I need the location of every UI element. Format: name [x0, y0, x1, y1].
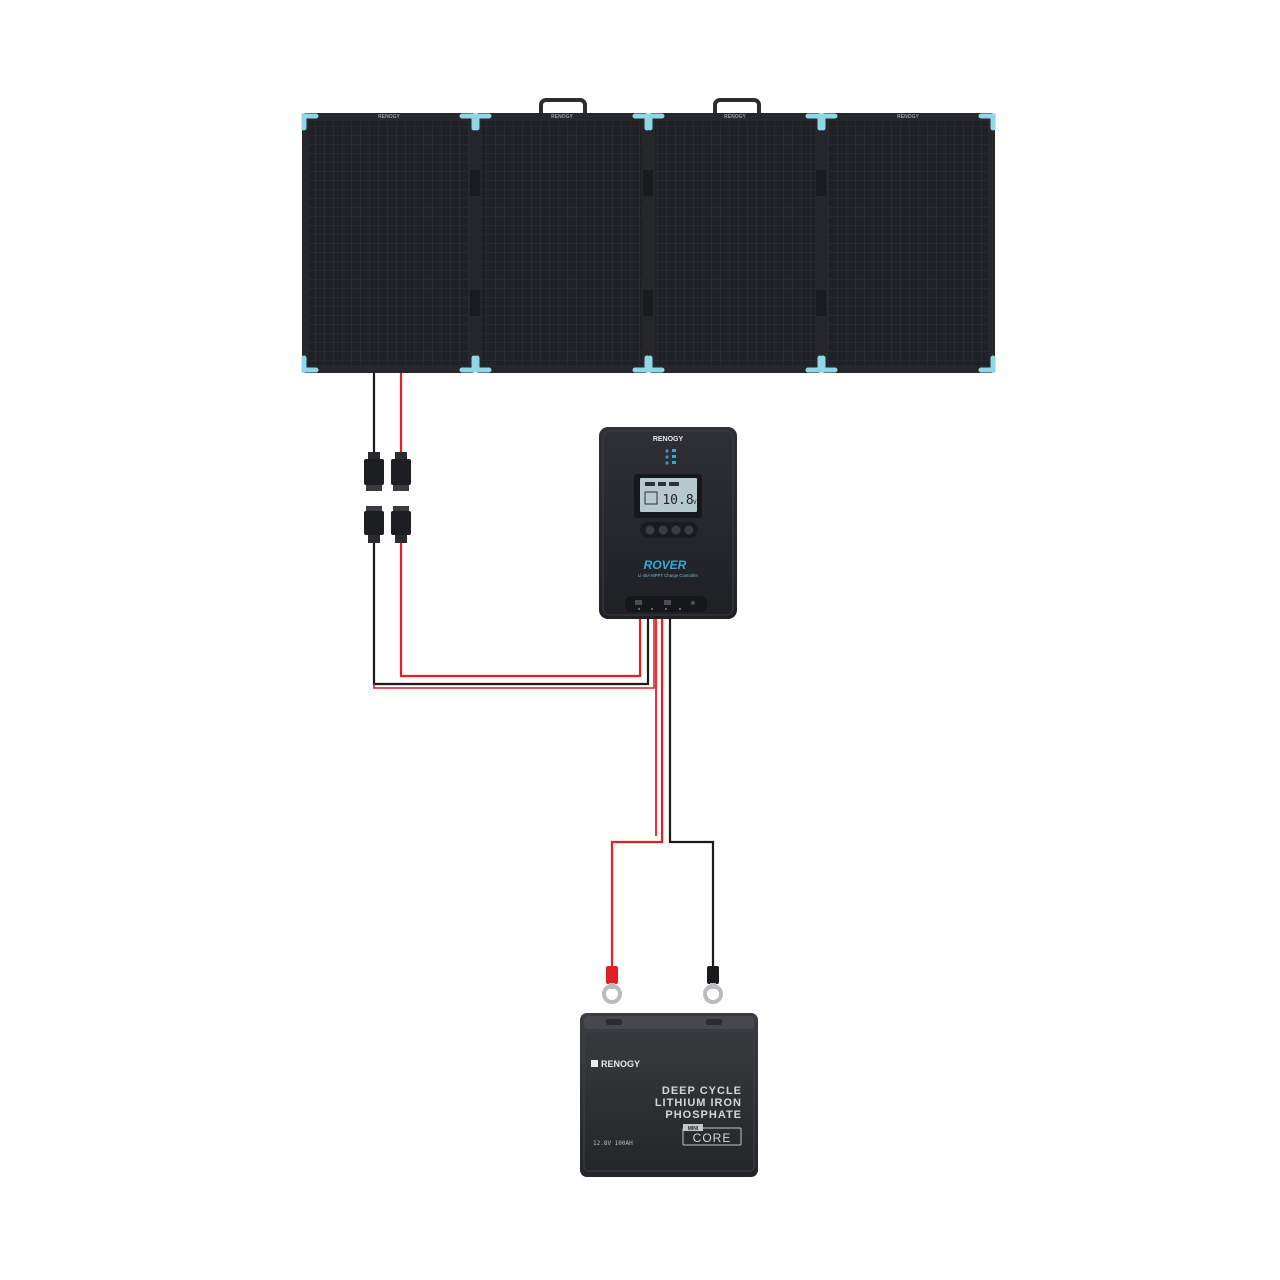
- badge-large: CORE: [693, 1131, 732, 1145]
- ring-terminal-positive: [602, 966, 622, 1004]
- battery-positive-wire: [610, 618, 664, 970]
- menu-button[interactable]: [658, 525, 668, 535]
- battery-line-1: DEEP CYCLE: [662, 1085, 742, 1097]
- panel-to-controller-wires: [372, 373, 655, 689]
- solar-panel-section-4: RENOGY: [821, 113, 995, 373]
- solar-panel-section-1: RENOGY: [302, 113, 476, 373]
- battery: RENOGY DEEP CYCLE LITHIUM IRON PHOSPHATE…: [580, 1013, 758, 1177]
- core-badge: MINI CORE: [682, 1124, 742, 1146]
- battery-line-2: LITHIUM IRON: [655, 1097, 742, 1109]
- charge-controller: RENOGY 10.8 V ROVER Li 40A MPPT Charg: [599, 427, 737, 619]
- panel-brand-label: RENOGY: [897, 114, 919, 120]
- mc4-connector-positive: [391, 452, 411, 543]
- solar-panel: RENOGY RENOGY RENOGY RENOGY: [301, 98, 996, 373]
- controller-brand: RENOGY: [653, 436, 684, 443]
- corner-protectors: [301, 113, 996, 373]
- battery-negative-wire: [668, 618, 715, 970]
- status-leds: [665, 449, 676, 465]
- panel-brand-label: RENOGY: [551, 114, 573, 120]
- solar-panel-section-3: RENOGY: [648, 113, 822, 373]
- battery-spec: 12.8V 100AH: [593, 1140, 633, 1147]
- controller-subtitle: Li 40A MPPT Charge Controller: [638, 573, 699, 578]
- lcd-unit: V: [693, 499, 697, 506]
- panel-brand-label: RENOGY: [724, 114, 746, 120]
- lcd-value: 10.8: [662, 493, 693, 508]
- battery-line-3: PHOSPHATE: [665, 1109, 742, 1121]
- left-button[interactable]: [645, 525, 655, 535]
- battery-brand: RENOGY: [601, 1059, 640, 1069]
- enter-button[interactable]: [671, 525, 681, 535]
- right-button[interactable]: [684, 525, 694, 535]
- ring-terminal-negative: [703, 966, 723, 1004]
- panel-brand-label: RENOGY: [378, 114, 400, 120]
- mc4-connectors: [364, 452, 411, 543]
- controller-model: ROVER: [644, 558, 687, 572]
- badge-small: MINI: [688, 1126, 699, 1132]
- solar-panel-section-2: RENOGY: [475, 113, 649, 373]
- controller-to-battery-wires: [610, 618, 715, 970]
- control-buttons: [640, 522, 698, 538]
- mc4-connector-negative: [364, 452, 384, 543]
